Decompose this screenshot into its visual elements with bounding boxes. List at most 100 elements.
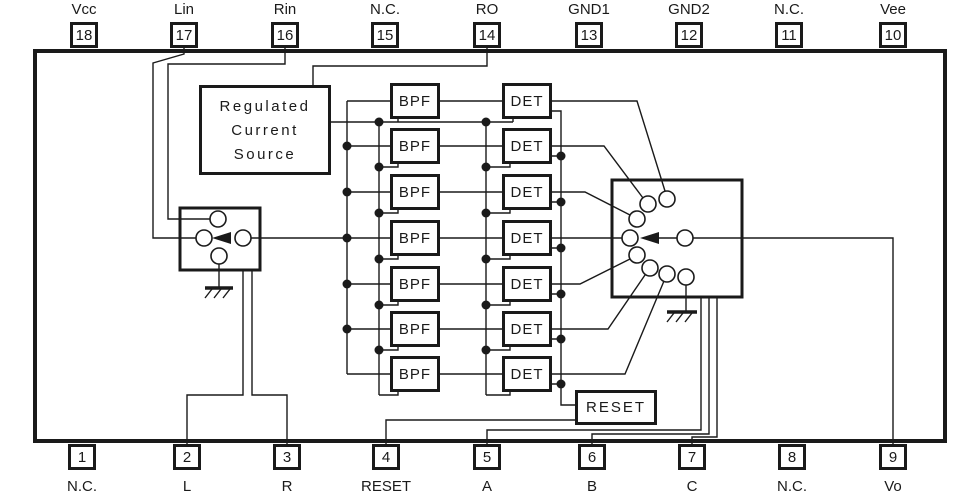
pin-box-bottom-5: 6: [578, 444, 606, 470]
selector-contact-lin: [195, 229, 213, 247]
det-block-7: DET: [502, 356, 552, 392]
mux-contact-1: [658, 190, 676, 208]
pin-label-top-1: Lin: [173, 1, 195, 18]
pin-number: 8: [787, 448, 797, 466]
selector-wiper-arrow-icon: [212, 232, 231, 244]
wire-det1-mux: [552, 100, 666, 192]
det-block-1: DET: [502, 83, 552, 119]
selector-contact-rin: [209, 210, 227, 228]
pin-number: 4: [381, 448, 391, 466]
wires-l-r: [186, 270, 288, 444]
pin-label-bottom-7: N.C.: [777, 478, 807, 495]
pin-box-top-5: 13: [575, 22, 603, 48]
det-block-2: DET: [502, 128, 552, 164]
mux-contact-2: [639, 195, 657, 213]
rcs-line-2: Current: [231, 121, 299, 139]
pin-box-bottom-3: 4: [372, 444, 400, 470]
pin-number: 6: [587, 448, 597, 466]
selector-wiper-contact: [234, 229, 252, 247]
bpf-block-5: BPF: [390, 266, 440, 302]
pin-box-bottom-4: 5: [473, 444, 501, 470]
pin-label-bottom-2: R: [281, 478, 293, 495]
pin-label-top-7: N.C.: [774, 1, 804, 18]
pin-box-top-7: 11: [775, 22, 803, 48]
pin-box-top-3: 15: [371, 22, 399, 48]
wire-vo: [658, 237, 894, 444]
pin-number: 15: [376, 26, 394, 44]
bpf-block-2: BPF: [390, 128, 440, 164]
multiplexer-contacts: [621, 190, 695, 286]
selector-contact-gnd: [210, 247, 228, 265]
det-block-4: DET: [502, 220, 552, 256]
selector-contacts: [195, 210, 252, 265]
reset-block: RESET: [575, 390, 657, 425]
pin-label-top-0: Vcc: [71, 1, 97, 18]
pin-number: 5: [482, 448, 492, 466]
bpf-block-4: BPF: [390, 220, 440, 256]
wire-det6-mux: [552, 274, 646, 330]
pin-label-top-5: GND1: [568, 1, 610, 18]
det-block-3: DET: [502, 174, 552, 210]
regulated-current-source-block: Regulated Current Source: [199, 85, 331, 175]
wire-det3-mux: [552, 191, 631, 216]
pin-box-bottom-0: 1: [68, 444, 96, 470]
bpf-block-1: BPF: [390, 83, 440, 119]
pin-label-bottom-6: C: [686, 478, 698, 495]
pin-number: 10: [884, 26, 902, 44]
pin-box-bottom-7: 8: [778, 444, 806, 470]
pin-box-bottom-8: 9: [879, 444, 907, 470]
pin-number: 14: [478, 26, 496, 44]
pin-label-bottom-5: B: [586, 478, 598, 495]
selector-ground: [204, 286, 233, 299]
rcs-line-1: Regulated: [219, 97, 311, 115]
pin-label-top-8: Vee: [880, 1, 906, 18]
mux-contact-6: [641, 259, 659, 277]
pin-box-top-4: 14: [473, 22, 501, 48]
wire-rin: [167, 48, 286, 220]
pin-label-bottom-4: A: [481, 478, 493, 495]
reset-block-label: RESET: [585, 399, 646, 416]
wires-abc-select: [486, 297, 718, 444]
pin-box-bottom-2: 3: [273, 444, 301, 470]
mux-wiper-arrow-icon: [640, 232, 659, 244]
wire-reset-pin4: [385, 419, 575, 444]
pin-label-bottom-1: L: [182, 478, 192, 495]
pin-box-top-8: 10: [879, 22, 907, 48]
pin-box-top-0: 18: [70, 22, 98, 48]
pin-number: 11: [781, 26, 797, 44]
ic-body-outline: [33, 49, 947, 443]
pin-number: 17: [175, 26, 193, 44]
wire-ro: [312, 48, 488, 85]
mux-contact-gnd: [677, 268, 695, 286]
mux-contact-3: [628, 210, 646, 228]
pin-box-top-1: 17: [170, 22, 198, 48]
pin-number: 1: [77, 448, 87, 466]
pin-number: 7: [687, 448, 697, 466]
wire-det7-mux: [552, 280, 665, 375]
wire-det2-mux: [552, 145, 644, 199]
pin-label-bottom-3: RESET: [360, 478, 412, 495]
pin-number: 13: [580, 26, 598, 44]
mux-contact-7: [658, 265, 676, 283]
det-block-6: DET: [502, 311, 552, 347]
wire-lin: [152, 48, 196, 239]
pin-number: 16: [276, 26, 294, 44]
pin-label-top-4: RO: [475, 1, 499, 18]
pin-number: 9: [888, 448, 898, 466]
junction-dots: [342, 117, 566, 389]
pin-box-top-2: 16: [271, 22, 299, 48]
rcs-line-3: Source: [233, 145, 297, 163]
pin-label-top-6: GND2: [668, 1, 710, 18]
pin-box-top-6: 12: [675, 22, 703, 48]
mux-ground: [666, 310, 697, 323]
pin-number: 2: [182, 448, 192, 466]
mux-contact-4: [621, 229, 639, 247]
pin-number: 3: [282, 448, 292, 466]
bpf-block-3: BPF: [390, 174, 440, 210]
bpf-block-6: BPF: [390, 311, 440, 347]
bpf-block-7: BPF: [390, 356, 440, 392]
pin-label-top-3: N.C.: [370, 1, 400, 18]
pin-box-bottom-6: 7: [678, 444, 706, 470]
